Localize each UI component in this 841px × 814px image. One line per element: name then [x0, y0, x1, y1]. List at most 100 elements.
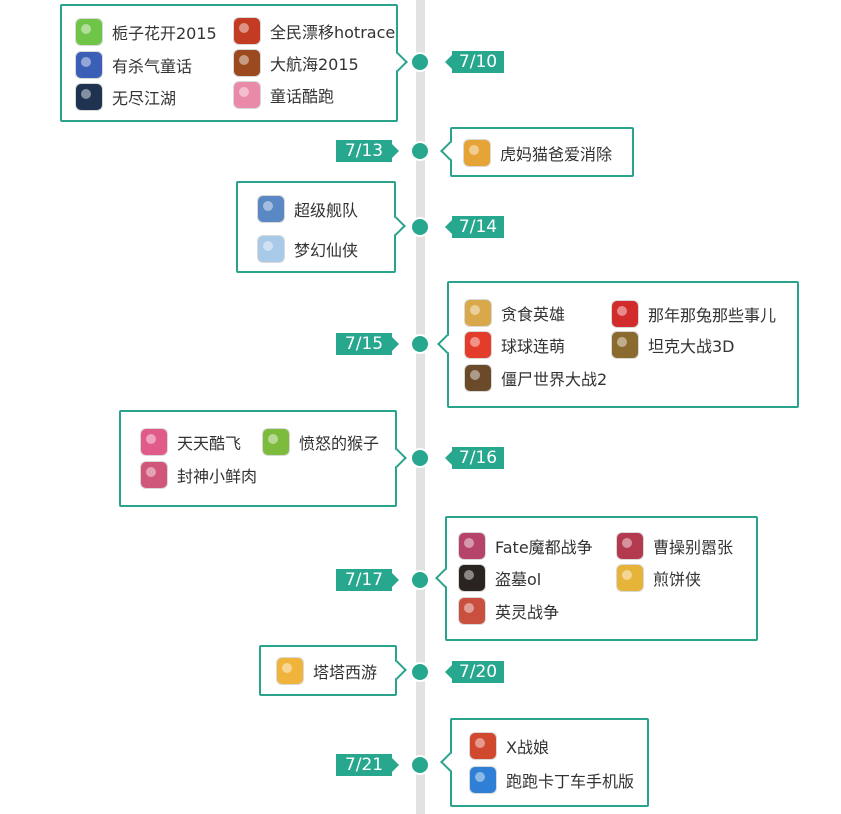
pancake-hero-game-icon	[617, 565, 643, 591]
game-item[interactable]: 煎饼侠	[617, 564, 701, 592]
x-girls-game-icon	[470, 733, 496, 759]
game-name: 无尽江湖	[112, 89, 177, 108]
release-card-0710: 栀子花开2015 全民漂移hotrace 有杀气童话 大航海2015 无尽江湖 …	[60, 4, 398, 122]
game-name: 全民漂移hotrace	[270, 23, 396, 42]
game-item[interactable]: 虎妈猫爸爱消除	[464, 139, 612, 167]
timeline-dot	[412, 219, 428, 235]
tata-journey-game-icon	[277, 658, 303, 684]
game-item[interactable]: 僵尸世界大战2	[465, 364, 607, 392]
game-item[interactable]: 曹操别嚣张	[617, 532, 733, 560]
rabbit-game-icon	[612, 301, 638, 327]
game-name: 曹操别嚣张	[653, 538, 734, 557]
game-item[interactable]: 贪食英雄	[465, 299, 565, 327]
game-item[interactable]: 英灵战争	[459, 597, 559, 625]
kart-rider-game-icon	[470, 767, 496, 793]
sailing-game-icon	[234, 50, 260, 76]
date-label: 7/10	[445, 51, 504, 73]
game-item[interactable]: X战娘	[470, 732, 549, 760]
release-card-0715: 贪食英雄 那年那兔那些事儿 球球连萌 坦克大战3D 僵尸世界大战2	[447, 281, 799, 408]
game-name: 僵尸世界大战2	[501, 370, 608, 389]
race-car-game-icon	[234, 18, 260, 44]
zombie-war-game-icon	[465, 365, 491, 391]
timeline-dot	[412, 757, 428, 773]
date-label: 7/21	[336, 754, 399, 776]
fairy-tale-game-icon	[76, 52, 102, 78]
game-item[interactable]: 盗墓ol	[459, 564, 541, 592]
game-name: 贪食英雄	[501, 305, 566, 324]
game-name: 封神小鲜肉	[177, 467, 258, 486]
game-item[interactable]: 全民漂移hotrace	[234, 17, 395, 45]
date-label: 7/16	[445, 447, 504, 469]
date-label: 7/17	[336, 569, 399, 591]
tank-game-icon	[612, 332, 638, 358]
date-label: 7/13	[336, 140, 399, 162]
game-item[interactable]: Fate魔都战争	[459, 532, 593, 560]
gardenia-game-icon	[76, 19, 102, 45]
game-name: X战娘	[506, 738, 549, 757]
game-item[interactable]: 梦幻仙侠	[258, 235, 358, 263]
game-name: 英灵战争	[495, 603, 560, 622]
game-name: 那年那兔那些事儿	[648, 306, 777, 325]
daily-fly-game-icon	[141, 429, 167, 455]
game-item[interactable]: 封神小鲜肉	[141, 461, 257, 489]
game-name: 跑跑卡丁车手机版	[506, 772, 635, 791]
timeline-dot	[412, 336, 428, 352]
game-item[interactable]: 天天酷飞	[141, 428, 241, 456]
tomb-raid-game-icon	[459, 565, 485, 591]
game-item[interactable]: 塔塔西游	[277, 657, 377, 685]
glutton-hero-game-icon	[465, 300, 491, 326]
game-item[interactable]: 愤怒的猴子	[263, 428, 379, 456]
game-name: 超级舰队	[294, 201, 359, 220]
timeline-dot	[412, 143, 428, 159]
fantasy-xianxia-game-icon	[258, 236, 284, 262]
game-item[interactable]: 跑跑卡丁车手机版	[470, 766, 634, 794]
game-name: 球球连萌	[501, 337, 566, 356]
jianghu-game-icon	[76, 84, 102, 110]
game-name: 有杀气童话	[112, 57, 193, 76]
tiger-mom-game-icon	[464, 140, 490, 166]
game-item[interactable]: 那年那兔那些事儿	[612, 300, 776, 328]
fleet-game-icon	[258, 196, 284, 222]
cao-cao-game-icon	[617, 533, 643, 559]
angry-monkey-game-icon	[263, 429, 289, 455]
timeline-dot	[412, 572, 428, 588]
fairy-run-game-icon	[234, 82, 260, 108]
game-item[interactable]: 大航海2015	[234, 49, 359, 77]
game-name: 煎饼侠	[653, 570, 702, 589]
game-item[interactable]: 坦克大战3D	[612, 331, 735, 359]
timeline-dot	[412, 54, 428, 70]
fengshen-game-icon	[141, 462, 167, 488]
timeline-axis	[416, 0, 425, 814]
release-card-0720: 塔塔西游	[259, 645, 397, 696]
game-name: 栀子花开2015	[112, 24, 217, 43]
ball-match-game-icon	[465, 332, 491, 358]
game-item[interactable]: 有杀气童话	[76, 51, 192, 79]
game-name: Fate魔都战争	[495, 538, 593, 557]
game-name: 盗墓ol	[495, 570, 542, 589]
game-name: 虎妈猫爸爱消除	[500, 145, 613, 164]
game-item[interactable]: 超级舰队	[258, 195, 358, 223]
release-card-0717: Fate魔都战争 曹操别嚣张 盗墓ol 煎饼侠 英灵战争	[445, 516, 758, 641]
game-name: 坦克大战3D	[648, 337, 735, 356]
game-item[interactable]: 童话酷跑	[234, 81, 334, 109]
heroic-spirit-game-icon	[459, 598, 485, 624]
fate-war-game-icon	[459, 533, 485, 559]
date-label: 7/15	[336, 333, 399, 355]
release-card-0721: X战娘 跑跑卡丁车手机版	[450, 718, 649, 807]
release-card-0713: 虎妈猫爸爱消除	[450, 127, 634, 177]
game-name: 愤怒的猴子	[299, 434, 380, 453]
timeline-dot	[412, 450, 428, 466]
date-label: 7/14	[445, 216, 504, 238]
game-item[interactable]: 球球连萌	[465, 331, 565, 359]
game-name: 童话酷跑	[270, 87, 335, 106]
game-item[interactable]: 栀子花开2015	[76, 18, 217, 46]
date-label: 7/20	[445, 661, 504, 683]
game-name: 大航海2015	[270, 55, 359, 74]
game-name: 塔塔西游	[313, 663, 378, 682]
timeline-dot	[412, 664, 428, 680]
release-card-0716: 天天酷飞 愤怒的猴子 封神小鲜肉	[119, 410, 397, 507]
game-name: 天天酷飞	[177, 434, 242, 453]
game-item[interactable]: 无尽江湖	[76, 83, 176, 111]
release-card-0714: 超级舰队 梦幻仙侠	[236, 181, 396, 273]
game-name: 梦幻仙侠	[294, 241, 359, 260]
